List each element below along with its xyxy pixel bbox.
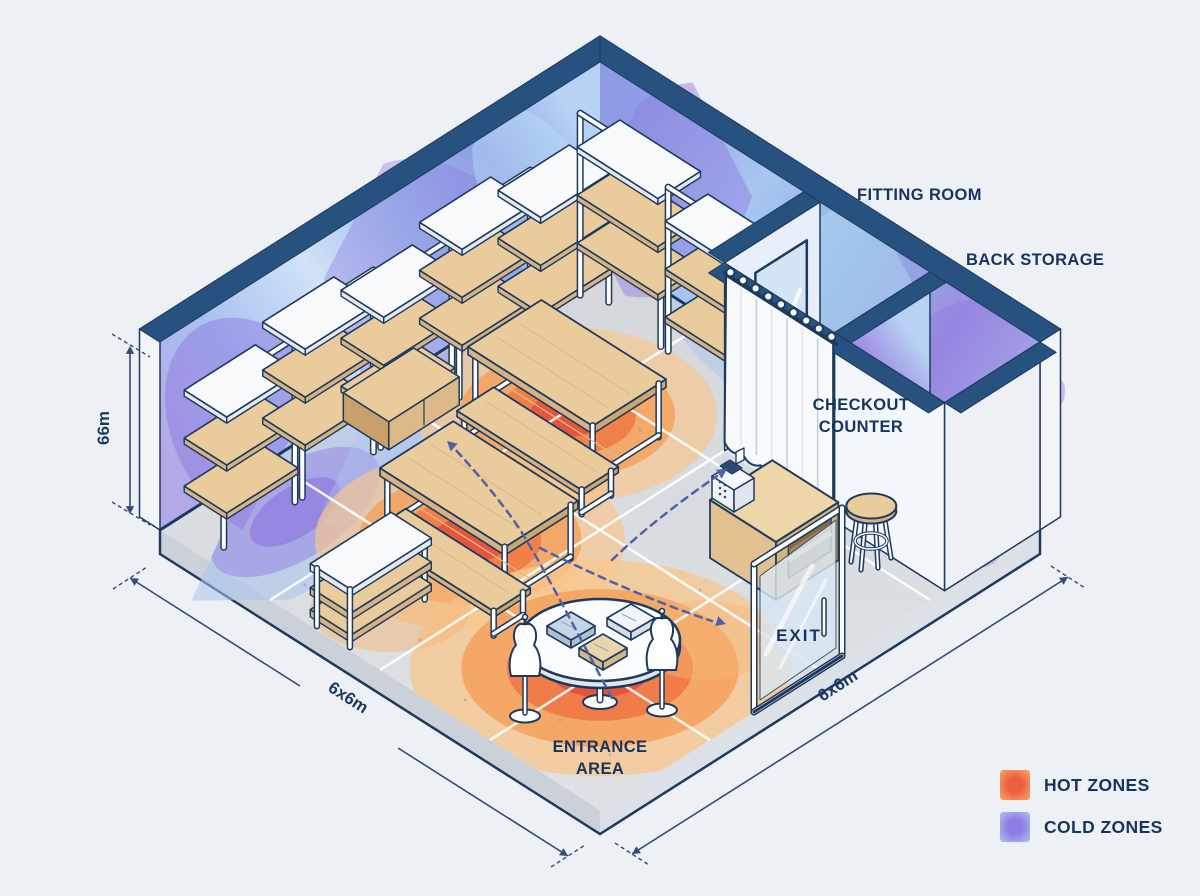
exit-label: EXIT bbox=[776, 626, 822, 645]
legend-item-hot: HOT ZONES bbox=[1000, 770, 1163, 800]
exit-door bbox=[750, 504, 846, 716]
floor-platform bbox=[158, 528, 1042, 836]
back-storage-label: BACK STORAGE bbox=[966, 251, 1105, 269]
checkout-counter-label: CHECKOUT COUNTER bbox=[812, 396, 910, 437]
hot-zone-swatch bbox=[1000, 770, 1030, 800]
cold-zone-label: COLD ZONES bbox=[1044, 816, 1163, 837]
shelving-left-wall bbox=[183, 134, 613, 551]
entrance-display bbox=[508, 597, 682, 724]
legend-item-cold: COLD ZONES bbox=[1000, 812, 1163, 842]
dimension-height-label: 66m bbox=[94, 410, 113, 446]
legend: HOT ZONES COLD ZONES bbox=[1000, 770, 1163, 842]
low-shelf-unit bbox=[309, 511, 433, 651]
stool bbox=[845, 492, 898, 573]
dimension-lines bbox=[111, 333, 1086, 868]
cold-zone-swatch bbox=[1000, 812, 1030, 842]
customer-flow-arrows bbox=[447, 441, 727, 700]
fitting-room-label: FITTING ROOM bbox=[857, 186, 982, 204]
fitting-room-back-storage bbox=[708, 191, 1057, 592]
entrance-area-label: ENTRANCE AREA bbox=[552, 738, 648, 779]
hot-zone-label: HOT ZONES bbox=[1044, 774, 1150, 795]
